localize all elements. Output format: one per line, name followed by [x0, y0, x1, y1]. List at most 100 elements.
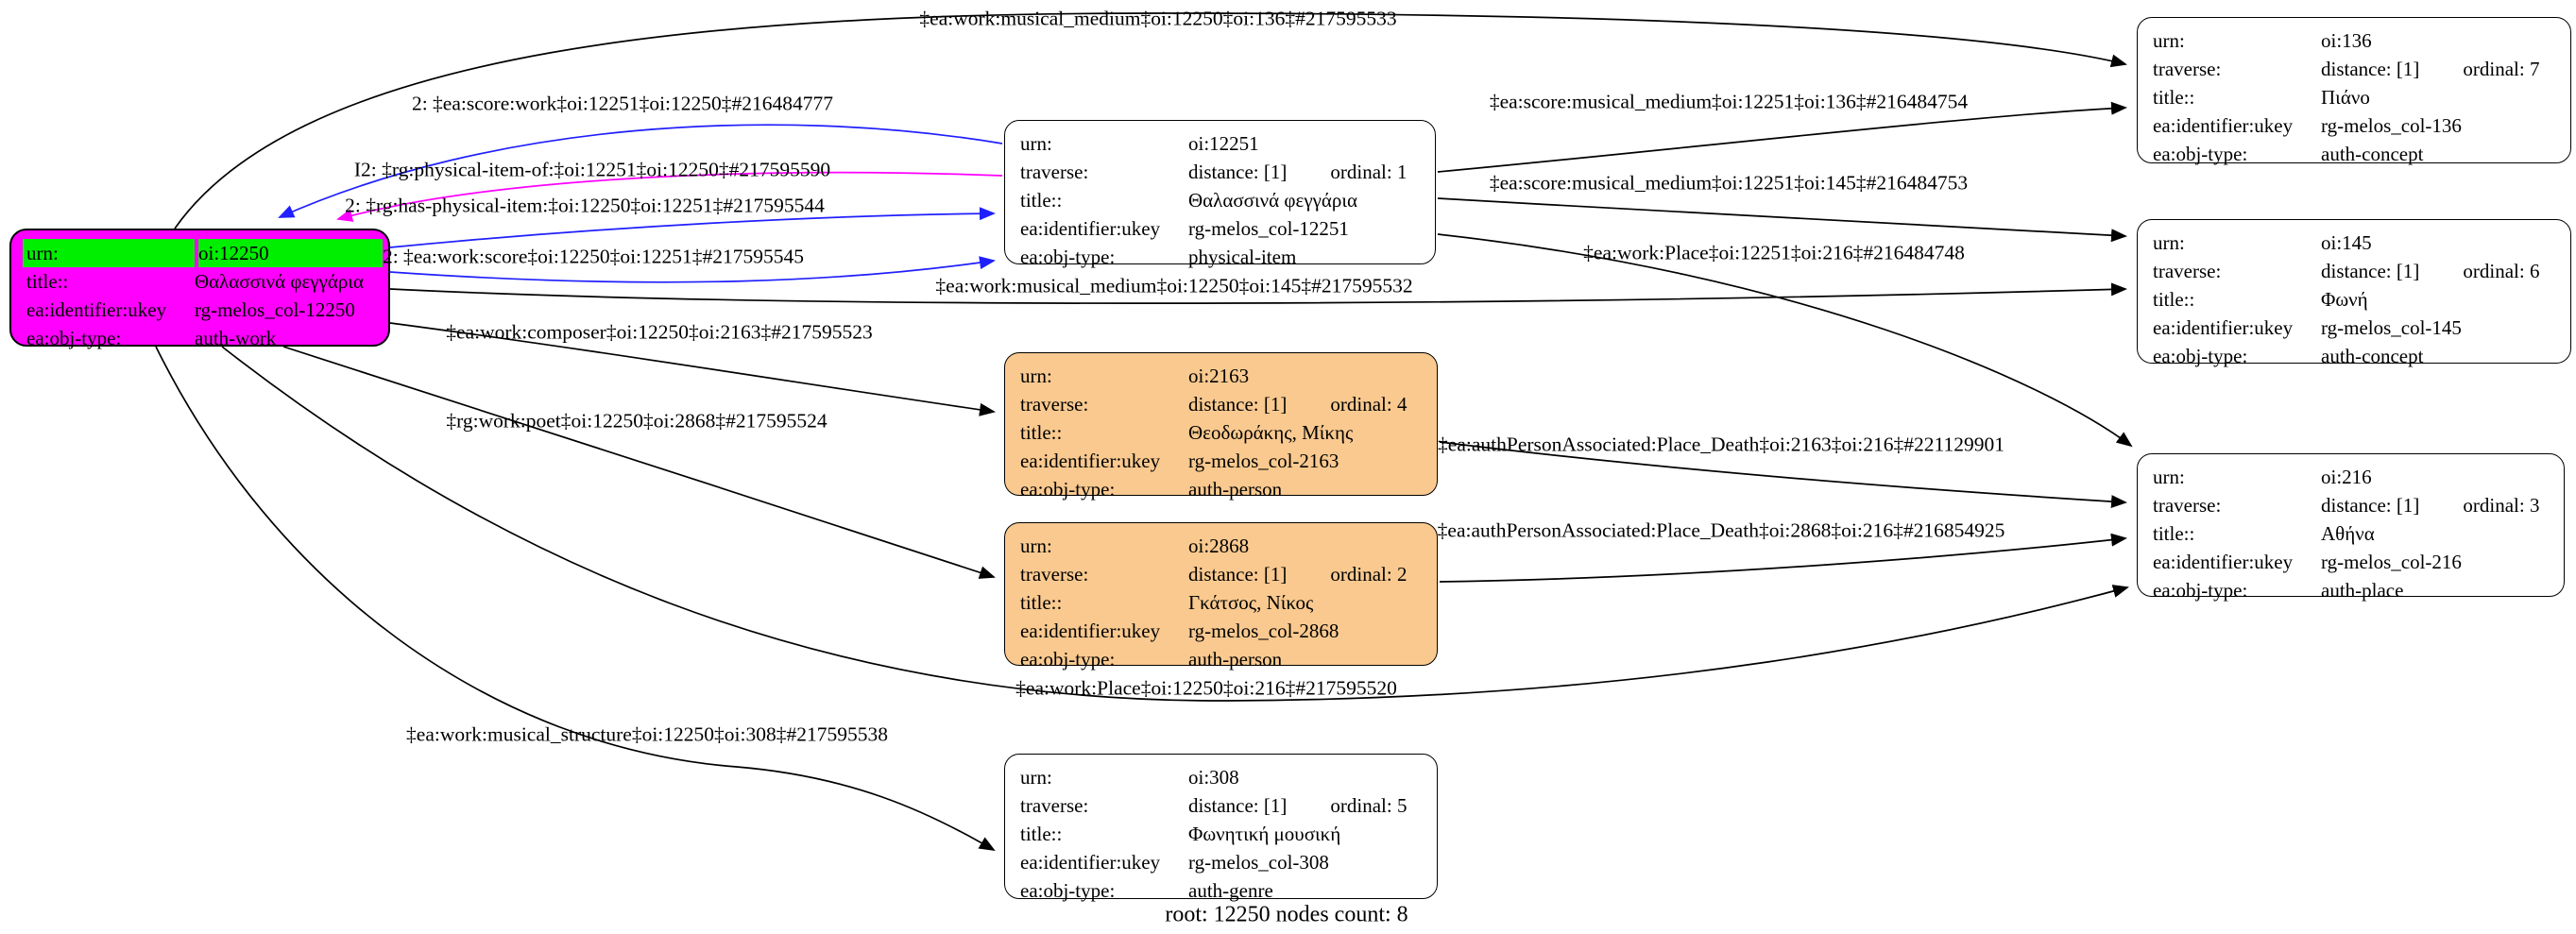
field-value: auth-concept	[2321, 342, 2565, 370]
field-value-text: Θαλασσινά φεγγάρια	[1188, 189, 1358, 212]
node-row: title::Θεοδωράκης, Μίκης	[1020, 418, 1431, 447]
field-label: ea:obj-type:	[26, 327, 122, 349]
field-value: oi:216	[2321, 463, 2558, 491]
edge-label-work-poet: ‡rg:work:poet‡oi:12250‡oi:2868‡#21759552…	[446, 409, 827, 433]
field-label: title::	[2153, 86, 2195, 109]
node-row: ea:obj-type: auth-concept	[2153, 342, 2565, 370]
node-row: traverse:distance: [1]ordinal: 1	[1020, 158, 1429, 186]
field-value: auth-genre	[1188, 876, 1431, 905]
edge-physical-item-of-12251-12250	[336, 171, 1003, 222]
field-label: urn:	[2153, 29, 2185, 52]
field-value-text: oi:308	[1188, 766, 1239, 789]
field-value: distance: [1]ordinal: 1	[1188, 158, 1429, 186]
field-label: ea:identifier:ukey	[1020, 450, 1161, 472]
edge-score-musical-medium-12251-136	[1437, 101, 2127, 173]
field-value-text: distance: [1]	[2321, 260, 2420, 282]
edge-label-score-work: 2: ‡ea:score:work‡oi:12251‡oi:12250‡#216…	[411, 92, 834, 115]
node-row: ea:identifier:ukey rg-melos_col-145	[2153, 314, 2565, 342]
field-value: distance: [1] ordinal: 4	[1188, 390, 1431, 418]
field-value: oi:145	[2321, 229, 2565, 257]
field-value-text: Θεοδωράκης, Μίκης	[1188, 421, 1354, 444]
field-value-text: distance: [1]	[1188, 794, 1288, 817]
field-value: oi:2868	[1188, 532, 1431, 560]
field-value: auth-concept	[2321, 140, 2565, 168]
edge-work-musical-medium-12250-136	[174, 12, 2127, 229]
node-row: traverse:distance: [1]ordinal: 7	[2153, 55, 2565, 83]
field-value: distance: [1]ordinal: 6	[2321, 257, 2565, 285]
field-value-text: Φωνητική μουσική	[1188, 823, 1341, 845]
field-value-text: auth-person	[1188, 478, 1283, 501]
field-value-text: rg-melos_col-2868	[1188, 620, 1339, 642]
field-value: oi:308	[1188, 763, 1431, 791]
edge-work-score-12250-12251	[389, 256, 996, 283]
field-value: auth-work	[195, 324, 383, 352]
edge-work-poet-12250-2868	[282, 346, 996, 579]
node-row: traverse: distance: [1] ordinal: 5	[1020, 791, 1431, 820]
field-label: ea:obj-type:	[1020, 879, 1116, 902]
node-row: ea:identifier:ukey rg-melos_col-216	[2153, 548, 2558, 576]
node-row: ea:obj-type:physical-item	[1020, 243, 1429, 271]
node-row: urn: oi:308	[1020, 763, 1431, 791]
field-value-text: auth-person	[1188, 648, 1283, 671]
field-label: title::	[1020, 421, 1063, 444]
field-label: ea:identifier:ukey	[2153, 316, 2294, 339]
node-row: title::Φωνή	[2153, 285, 2565, 314]
node-row: title::Γκάτσος, Νίκος	[1020, 588, 1431, 617]
field-value-text: Φωνή	[2321, 288, 2368, 311]
field-value-text: auth-concept	[2321, 345, 2424, 367]
edge-label-work-score: 2: ‡ea:work:score‡oi:12250‡oi:12251‡#217…	[382, 245, 805, 268]
field-value-text: auth-concept	[2321, 143, 2424, 165]
field-value: oi:2163	[1188, 362, 1431, 390]
node-row: ea:obj-type:auth-person	[1020, 645, 1431, 673]
field-label: title::	[1020, 823, 1063, 845]
field-label: ea:identifier:ukey	[26, 298, 167, 321]
node-row: title::Φωνητική μουσική	[1020, 820, 1431, 848]
field-value: Αθήνα	[2321, 519, 2558, 548]
field-label: traverse:	[1020, 563, 1089, 586]
field-value-text: oi:216	[2321, 466, 2372, 488]
node-row: urn: oi:136	[2153, 26, 2565, 55]
field-label: ea:obj-type:	[2153, 345, 2248, 367]
field-label: ea:obj-type:	[2153, 143, 2248, 165]
node-row: traverse:distance: [1]ordinal: 6	[2153, 257, 2565, 285]
field-label: urn:	[1020, 766, 1052, 789]
edge-work-place-12250-216	[221, 346, 2129, 702]
field-value: rg-melos_col-2163	[1188, 447, 1431, 475]
node-row: urn:oi:12250	[23, 239, 383, 267]
node-row: urn:oi:2163	[1020, 362, 1431, 390]
field-value-text: oi:136	[2321, 29, 2372, 52]
field-value: oi:12250	[198, 239, 383, 267]
edge-work-musical-structure-12250-308	[155, 346, 996, 852]
field-label: traverse:	[2153, 494, 2222, 517]
field-value: Φωνή	[2321, 285, 2565, 314]
field-value: rg-melos_col-2868	[1188, 617, 1431, 645]
edge-work-composer-12250-2163	[389, 322, 996, 416]
field-label: urn:	[23, 239, 195, 267]
field-value-text: distance: [1]	[1188, 393, 1288, 416]
field-value-text: rg-melos_col-12251	[1188, 217, 1349, 240]
node-row: title::Θαλασσινά φεγγάρια	[26, 267, 383, 296]
field-label: urn:	[2153, 466, 2185, 488]
field-value-text: oi:2868	[1188, 535, 1250, 557]
field-label: ea:obj-type:	[2153, 579, 2248, 602]
node-row: title::Πιάνο	[2153, 83, 2565, 111]
field-value: rg-melos_col-216	[2321, 548, 2558, 576]
edge-label-score-musical-medium-145: ‡ea:score:musical_medium‡oi:12251‡oi:145…	[1489, 171, 1969, 195]
field-value-text: rg-melos_col-308	[1188, 851, 1329, 874]
field-value-text: Πιάνο	[2321, 86, 2370, 109]
field-label: ea:identifier:ukey	[2153, 551, 2294, 573]
field-value-extra: ordinal: 5	[1330, 794, 1407, 817]
field-value-extra: ordinal: 4	[1330, 393, 1407, 416]
field-label: traverse:	[1020, 794, 1089, 817]
field-value-text: rg-melos_col-145	[2321, 316, 2462, 339]
node-row: ea:obj-type:auth-place	[2153, 576, 2558, 604]
field-label: title::	[1020, 189, 1063, 212]
